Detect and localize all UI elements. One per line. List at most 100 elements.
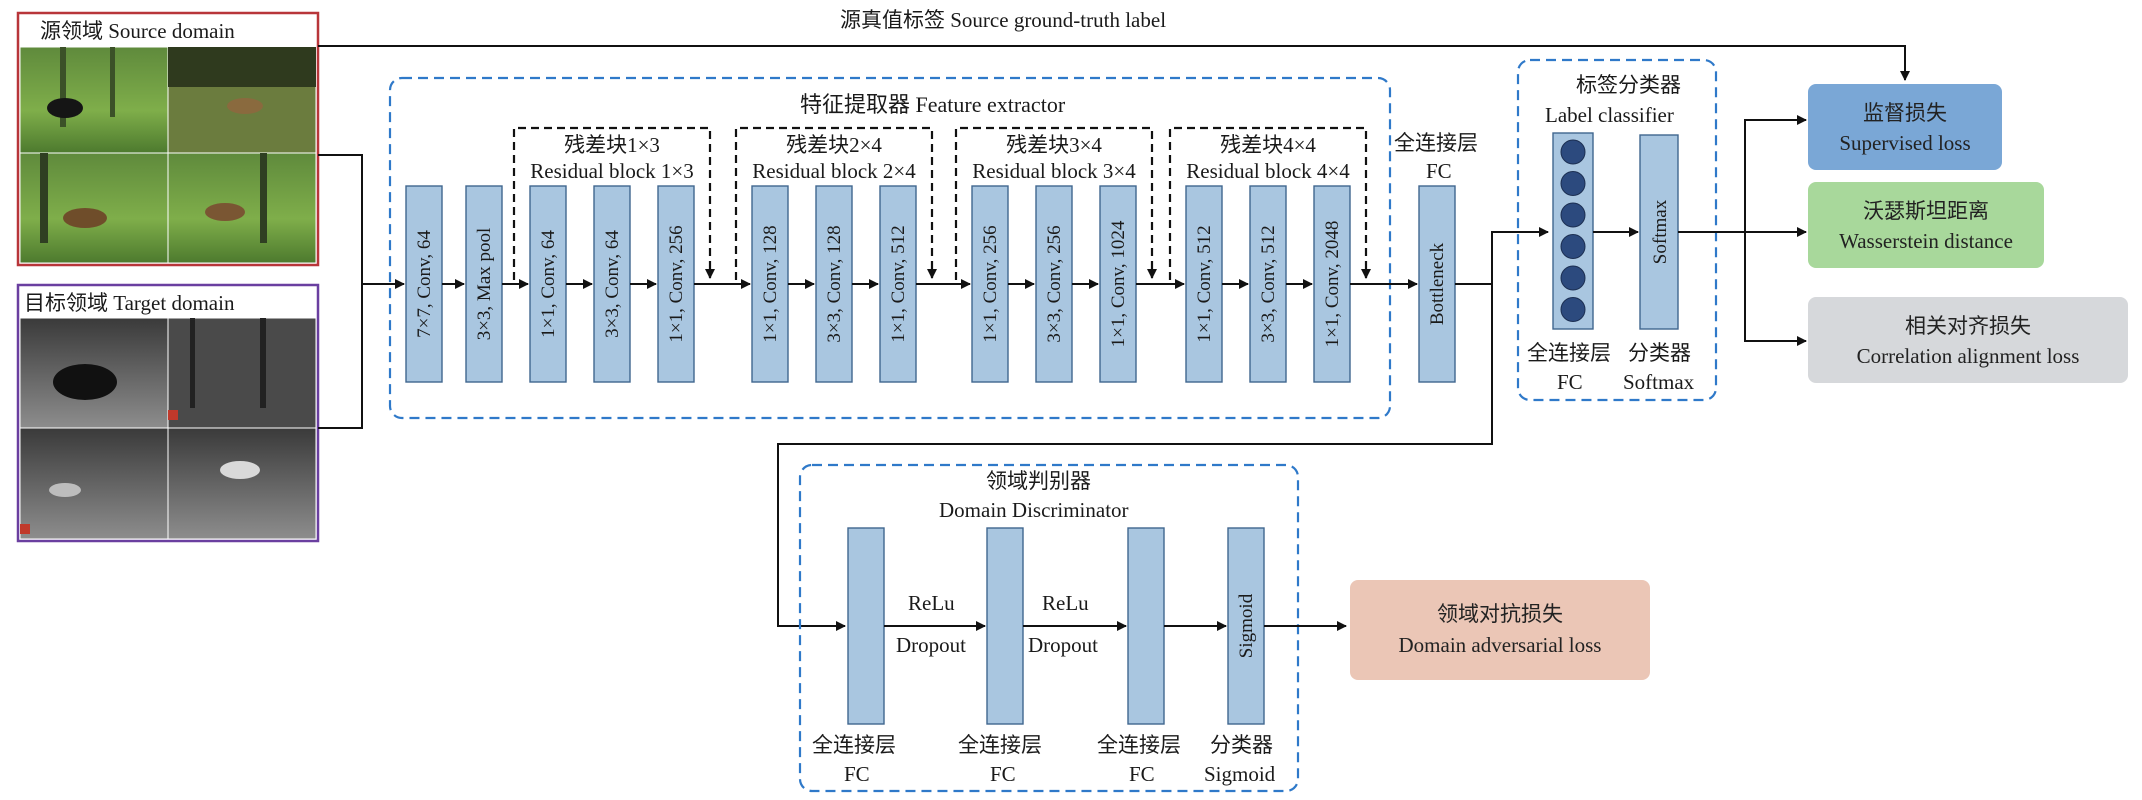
relu-label-2: ReLu: [1042, 591, 1089, 615]
res1-block-3-text: 1×1, Conv, 256: [666, 225, 687, 342]
loss-box-1-en: Supervised loss: [1839, 131, 1970, 155]
res1-block-2: 3×3, Conv, 64: [593, 185, 631, 383]
disc-cls-cn: 分类器: [1210, 733, 1273, 757]
residual-skip-1: [512, 126, 715, 280]
res1-block-1: 1×1, Conv, 64: [529, 185, 567, 383]
bottleneck-fc-en: FC: [1426, 159, 1452, 183]
res3-block-1-text: 1×1, Conv, 256: [980, 225, 1001, 342]
loss-box-1-rect: [1808, 84, 2002, 170]
classifier-cls-cn: 分类器: [1628, 341, 1691, 365]
res2-block-1-text: 1×1, Conv, 128: [760, 225, 781, 342]
res1-block-1-text: 1×1, Conv, 64: [538, 230, 559, 338]
res2-block-2: 3×3, Conv, 128: [815, 185, 853, 383]
res2-block-3-text: 1×1, Conv, 512: [888, 225, 909, 342]
head-block-2: 3×3, Max pool: [465, 185, 503, 383]
residual-group-2-en: Residual block 2×4: [752, 159, 916, 183]
loss-box-2-rect: [1808, 182, 2044, 268]
sigmoid-block: [1227, 527, 1265, 725]
disc-fc-1-cn: 全连接层: [812, 733, 896, 757]
res4-block-2-rect: [1249, 185, 1287, 383]
residual-skip-2: [734, 126, 937, 280]
adversarial-loss-rect: [1350, 580, 1650, 680]
source-domain-panel: 源领域 Source domain: [16, 11, 320, 267]
res2-block-1-rect: [751, 185, 789, 383]
head-block-2-text: 3×3, Max pool: [474, 228, 495, 341]
ground-truth-arrow: [318, 45, 1910, 81]
target-image-4: [167, 427, 317, 540]
classifier-neurons: [1560, 139, 1586, 322]
target-image-3: [19, 427, 169, 540]
residual-skip-4: [1168, 126, 1371, 280]
discriminator-title-cn: 领域判别器: [986, 469, 1091, 493]
disc-fc-2-en: FC: [990, 762, 1016, 786]
feature-extractor-blocks: 7×7, Conv, 64 3×3, Max pool 1×1, Conv, 64 3…: [405, 185, 1351, 383]
residual-group-4-en: Residual block 4×4: [1186, 159, 1350, 183]
target-image-2: [167, 317, 317, 429]
loss-box-3-en: Correlation alignment loss: [1857, 344, 2080, 368]
label-classifier: 标签分类器 Label classifier Softmax 全连接层 FC 分…: [1516, 58, 1718, 402]
ground-truth-label: 源真值标签 Source ground-truth label: [840, 8, 1166, 32]
disc-fc-3-en: FC: [1129, 762, 1155, 786]
disc-fc-2-cn: 全连接层: [958, 733, 1042, 757]
neuron-2: [1560, 171, 1586, 196]
discriminator-frame: [798, 463, 1300, 793]
adversarial-loss-en: Domain adversarial loss: [1399, 633, 1602, 657]
adversarial-loss-box: 领域对抗损失 Domain adversarial loss: [1350, 580, 1650, 680]
disc-fc-block-1: [847, 527, 885, 725]
neuron-3: [1560, 202, 1586, 228]
source-to-network-line: [318, 154, 363, 285]
target-domain-panel: 目标领域 Target domain: [16, 283, 320, 543]
source-image-2: [167, 46, 317, 154]
target-domain-frame: [16, 283, 320, 543]
loss-box-1: 监督损失 Supervised loss: [1808, 84, 2002, 170]
res1-block-3-rect: [657, 185, 695, 383]
res1-block-2-rect: [593, 185, 631, 383]
residual-group-1-en: Residual block 1×3: [530, 159, 694, 183]
domain-discriminator: 领域判别器 Domain Discriminator Sigmoid ReLu …: [798, 463, 1300, 793]
res1-block-2-text: 3×3, Conv, 64: [602, 230, 623, 338]
bottleneck-block: Bottleneck: [1418, 185, 1456, 383]
relu-label-1: ReLu: [908, 591, 955, 615]
source-domain-frame: [16, 11, 320, 267]
to-supervised-arrow: [1744, 115, 1807, 232]
res2-block-2-text: 3×3, Conv, 128: [824, 225, 845, 342]
source-image-3: [19, 152, 169, 264]
loss-box-3-rect: [1808, 297, 2128, 383]
softmax-block-text: Softmax: [1650, 199, 1671, 264]
res4-block-3: 1×1, Conv, 2048: [1313, 185, 1351, 383]
residual-group-3-cn: 残差块3×4: [1006, 133, 1102, 157]
head-block-1: 7×7, Conv, 64: [405, 185, 443, 383]
discriminator-title-en: Domain Discriminator: [939, 498, 1129, 522]
residual-group-4-cn: 残差块4×4: [1220, 133, 1316, 157]
bottleneck-text: Bottleneck: [1427, 242, 1448, 325]
softmax-block: [1639, 134, 1679, 330]
classifier-fc-en: FC: [1557, 370, 1583, 394]
disc-fc-block-2: [986, 527, 1024, 725]
disc-fc-1-en: FC: [844, 762, 870, 786]
label-classifier-frame: [1516, 58, 1718, 402]
target-domain-label: 目标领域 Target domain: [24, 291, 235, 315]
res2-block-3: 1×1, Conv, 512: [879, 185, 917, 383]
res1-block-1-rect: [529, 185, 567, 383]
target-image-1: [19, 317, 169, 429]
res3-block-2-text: 3×3, Conv, 256: [1044, 225, 1065, 342]
target-to-network-line: [318, 285, 363, 429]
neuron-5: [1560, 265, 1586, 291]
res3-block-3: 1×1, Conv, 1024: [1099, 185, 1137, 383]
to-classifier-arrow: [1491, 227, 1549, 284]
feature-extractor-frame: [388, 76, 1392, 420]
res4-block-1-text: 1×1, Conv, 512: [1194, 225, 1215, 342]
res3-block-2-rect: [1035, 185, 1073, 383]
label-classifier-title-cn: 标签分类器: [1576, 73, 1681, 97]
loss-box-1-cn: 监督损失: [1863, 101, 1947, 125]
res3-block-3-rect: [1099, 185, 1137, 383]
res4-block-3-text: 1×1, Conv, 2048: [1322, 221, 1343, 348]
